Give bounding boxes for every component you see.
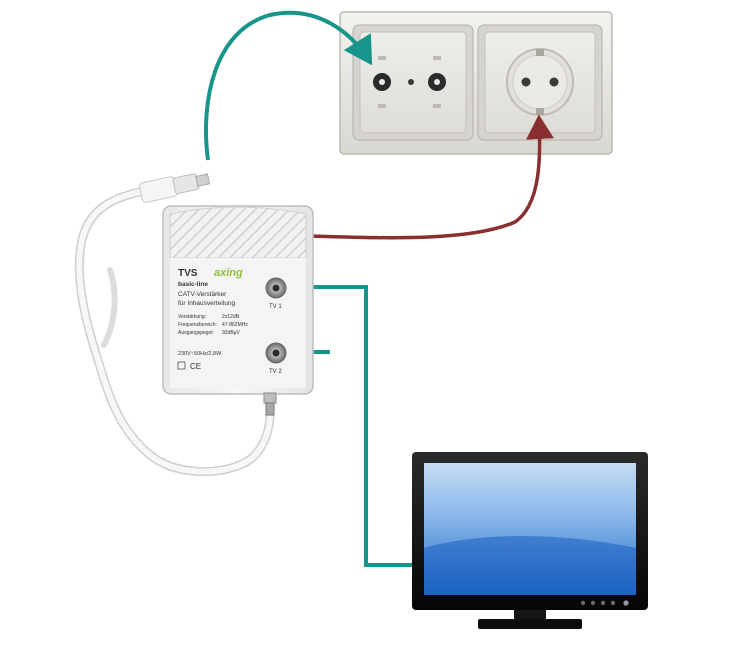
signal-arrow-to-socket [204,10,373,161]
axing-logo: axing [214,267,243,279]
catv-amplifier[interactable]: TVS basic-line axing CATV-Verstärker für… [162,205,314,416]
amp-type: CATV-Verstärker [178,291,227,298]
amp-model: TVS [178,268,198,279]
tv1-label: TV 1 [269,304,282,310]
input-connector [263,392,277,416]
ce-mark: CE [190,362,201,371]
spec-value-3: 92dBµV [222,330,241,336]
power-cable [309,114,554,240]
tv2-label: TV 2 [269,369,282,375]
spec-value-1: 2x12dB [222,314,240,320]
coax-input-cable [74,173,275,477]
antenna-socket-icon[interactable] [352,24,474,141]
spec-label-1: Verstärkung: [178,314,206,320]
spec-value-2: 47-862MHz [222,322,248,328]
tv-monitor-icon[interactable] [412,452,648,629]
amp-line: basic-line [178,281,208,288]
tv1-port[interactable] [265,277,287,299]
tv-signal-cable [282,285,420,567]
amp-purpose: für Inhausverteilung [178,300,235,307]
tv2-port[interactable] [265,342,287,364]
coax-plug [139,173,211,203]
amp-power-rating: 230V~50Hz/2,8W [178,351,222,357]
wall-plate [339,11,613,155]
spec-label-2: Frequenzbereich: [178,322,217,328]
double-insulation-icon [177,361,186,370]
spec-label-3: Ausgangspegel: [178,330,214,336]
schuko-outlet-icon[interactable] [477,24,603,141]
